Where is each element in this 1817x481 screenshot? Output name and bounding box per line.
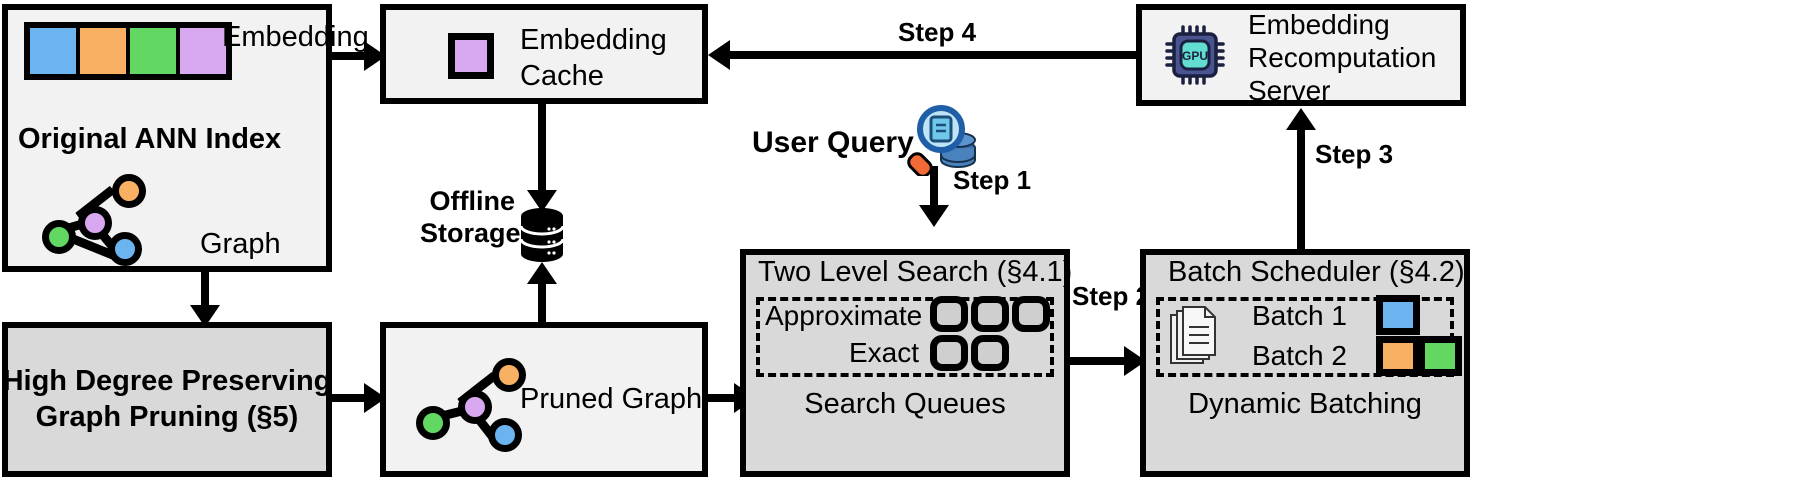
user-query-label: User Query <box>752 126 914 159</box>
arrow-step4-line <box>730 51 1136 59</box>
search-queues-dashed-region <box>756 297 1054 377</box>
offline-storage-line1: Offline <box>429 186 516 216</box>
batch-2-swatch-green <box>1418 336 1462 376</box>
graph-node-blue <box>108 232 142 266</box>
graph-node-blue <box>488 418 522 452</box>
batch-1-swatch-blue <box>1376 295 1420 335</box>
batch-2-swatch-orange <box>1376 336 1420 376</box>
embedding-swatch-strip <box>24 22 232 80</box>
arrow-pruned-to-storage-line <box>538 280 546 326</box>
gpu-chip-icon-label: GPU <box>1182 49 1208 63</box>
graph-pruning-box <box>2 322 332 477</box>
step-1-label: Step 1 <box>953 165 1032 195</box>
embedding-swatch-purple <box>180 28 226 74</box>
embedding-swatch-orange <box>80 28 130 74</box>
embedding-swatch-green <box>130 28 180 74</box>
batch-scheduler-title: Batch Scheduler (§4.2) <box>1168 256 1465 288</box>
approximate-queue-cell <box>930 296 968 332</box>
step-4-label: Step 4 <box>898 17 977 47</box>
approximate-label: Approximate <box>765 300 923 331</box>
pruned-graph-label: Pruned Graph <box>520 383 703 415</box>
embedding-cache-line1: Embedding <box>520 24 667 56</box>
arrow-step4-head <box>708 40 730 70</box>
graph-label: Graph <box>200 228 281 260</box>
arrow-pruning-to-pruned-line <box>332 394 368 402</box>
approximate-queue-cell <box>971 296 1009 332</box>
arrow-pruned-to-storage-head <box>527 262 557 284</box>
step-2-label: Step 2 <box>1072 281 1151 311</box>
exact-label: Exact <box>849 337 920 368</box>
graph-pruning-line2: Graph Pruning (§5) <box>35 400 299 433</box>
embedding-cache-swatch <box>448 33 494 79</box>
recomputation-server-line3: Server <box>1248 74 1331 106</box>
step-3-label: Step 3 <box>1315 139 1394 169</box>
offline-storage-label: Offline Storage <box>420 185 521 250</box>
exact-queue-cell <box>971 335 1009 371</box>
documents-stack-icon <box>1170 306 1216 364</box>
graph-node-orange <box>492 358 526 392</box>
embedding-cache-title: Embedding Cache <box>520 22 667 95</box>
arrow-step2-line <box>1070 357 1128 365</box>
offline-storage-line2: Storage <box>420 218 521 249</box>
embedding-swatch-blue <box>30 28 80 74</box>
arrow-index-to-pruning-head <box>190 305 220 327</box>
two-level-search-title: Two Level Search (§4.1) <box>758 256 1073 288</box>
recomputation-server-title: Embedding Recomputation Server <box>1248 9 1436 107</box>
search-queues-footer: Search Queues <box>804 387 1006 420</box>
graph-pruning-title: High Degree Preserving Graph Pruning (§5… <box>2 322 332 477</box>
magnifier-database-icon <box>907 105 976 176</box>
arrow-cache-to-storage-line <box>538 104 546 193</box>
original-ann-index-title: Original ANN Index <box>18 123 282 155</box>
two-level-search-box <box>740 249 1070 477</box>
batch-2-label: Batch 2 <box>1252 340 1347 371</box>
arrow-index-to-pruning-line <box>201 272 209 308</box>
graph-node-purple <box>78 206 112 240</box>
embedding-label: Embedding <box>222 21 369 53</box>
exact-queue-cell <box>930 335 968 371</box>
arrow-step3-line <box>1297 128 1305 250</box>
approximate-queue-cell <box>1012 296 1050 332</box>
graph-node-orange <box>112 174 146 208</box>
arrow-step1-head <box>919 205 949 227</box>
arrow-cache-to-storage-head <box>527 190 557 212</box>
recomputation-server-line2: Recomputation <box>1248 41 1437 73</box>
arrow-step3-head <box>1286 108 1316 130</box>
arrow-pruned-to-search-line <box>708 394 740 402</box>
graph-pruning-line1: High Degree Preserving <box>2 365 332 398</box>
batch-1-label: Batch 1 <box>1252 300 1347 331</box>
arrow-step1-line <box>930 166 938 208</box>
graph-node-green <box>42 220 76 254</box>
recomputation-server-line1: Embedding <box>1248 9 1390 40</box>
embedding-cache-box <box>380 4 708 104</box>
database-cylinder-icon <box>519 208 565 262</box>
dynamic-batching-footer: Dynamic Batching <box>1188 387 1422 420</box>
pruned-graph-box <box>380 322 708 477</box>
original-graph <box>40 168 170 266</box>
gpu-chip-icon: GPU <box>1165 25 1225 85</box>
graph-node-purple <box>458 390 492 424</box>
pruned-graph <box>410 352 540 452</box>
graph-node-green <box>416 406 450 440</box>
arrow-index-to-cache-line <box>332 52 368 60</box>
embedding-cache-line2: Cache <box>520 60 604 93</box>
